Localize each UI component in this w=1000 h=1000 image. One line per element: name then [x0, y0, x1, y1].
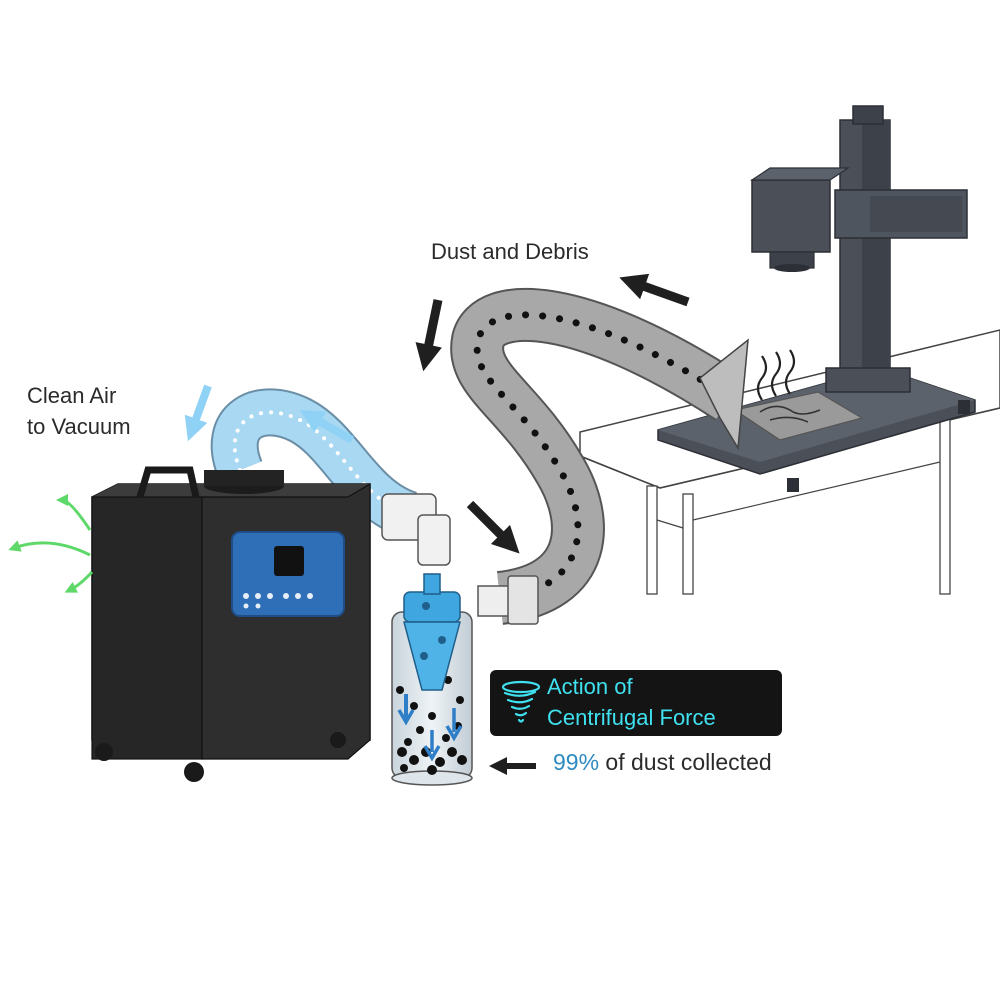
arrow-icon — [619, 273, 690, 307]
arrow-icon — [466, 500, 520, 554]
arrow-icon — [8, 540, 91, 557]
dust-debris-label: Dust and Debris — [431, 239, 589, 264]
clean-air-label: Clean Air to Vacuum — [27, 380, 131, 442]
centrifugal-line1: Action of — [547, 674, 633, 699]
collected-rest: of dust collected — [599, 749, 772, 775]
dust-flow-arrows — [415, 273, 690, 775]
arrow-icon — [299, 410, 354, 444]
dust-collected-label: 99% of dust collected — [553, 749, 772, 776]
arrow-icon — [184, 384, 212, 442]
clean-air-arrows — [184, 384, 354, 444]
clean-air-line1: Clean Air — [27, 383, 117, 408]
tornado-icon — [501, 680, 541, 723]
cyclone-separator — [391, 573, 473, 786]
centrifugal-badge: Action of Centrifugal Force — [490, 670, 782, 736]
collected-percent: 99% — [553, 749, 600, 775]
centrifugal-line2: Centrifugal Force — [547, 705, 716, 730]
arrow-icon — [64, 570, 94, 593]
dust-hose — [450, 287, 749, 625]
fume-extractor — [91, 466, 371, 782]
exhaust-arrows — [8, 494, 94, 593]
arrow-icon — [415, 299, 443, 372]
clean-air-line2: to Vacuum — [27, 414, 131, 439]
arrow-icon — [56, 494, 92, 531]
laser-engraver — [657, 105, 976, 492]
